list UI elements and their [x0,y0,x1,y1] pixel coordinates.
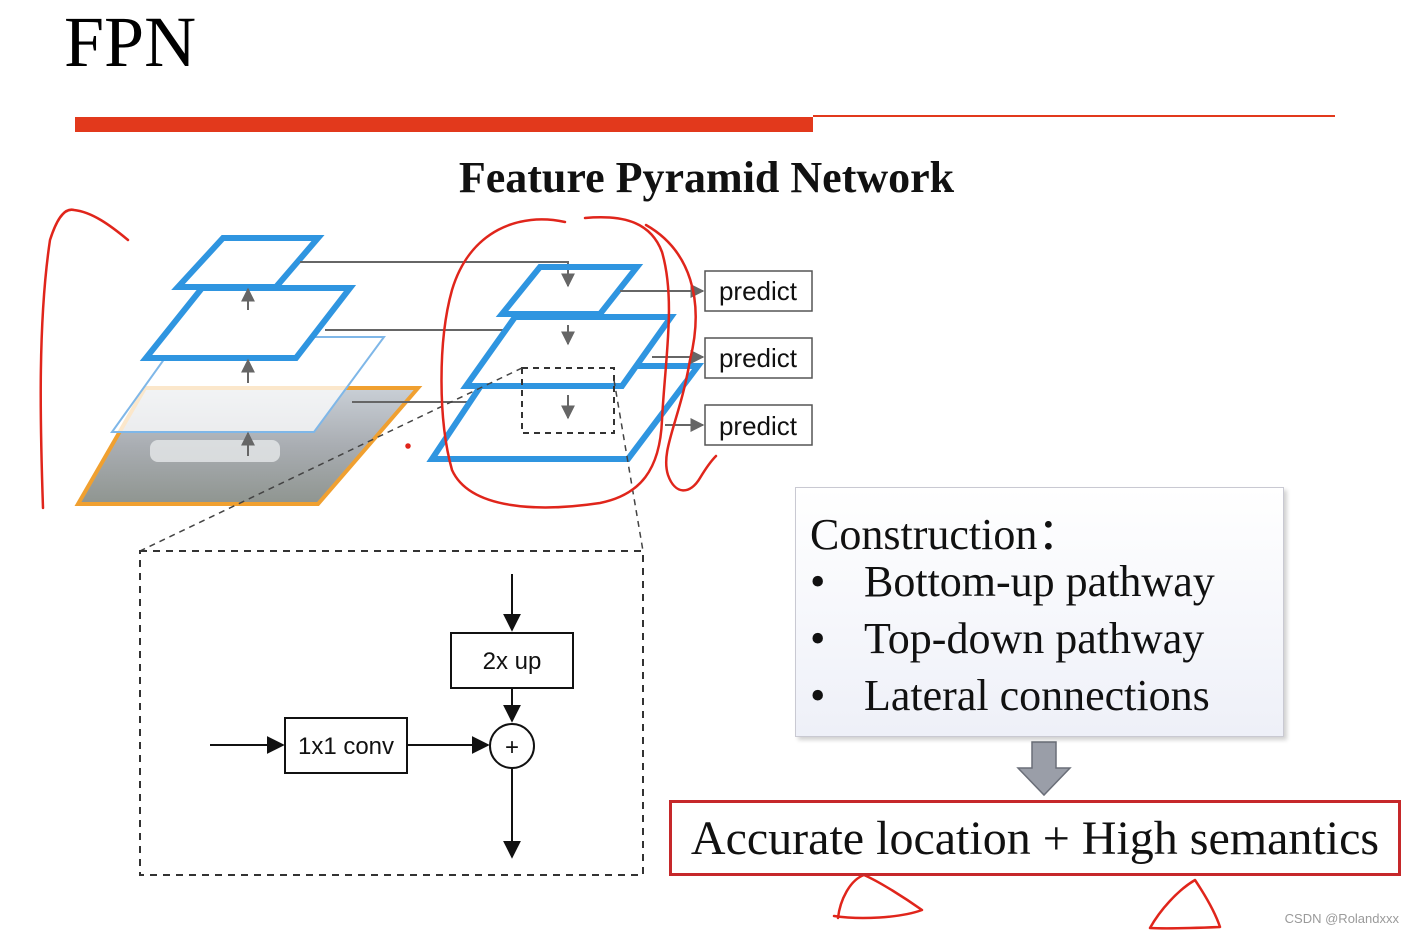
upsample-box [450,632,574,689]
construction-box: Construction： • Bottom-up pathway • Top-do… [795,487,1284,737]
image-boat-shape [150,440,280,462]
predict-label-2: predict [719,343,798,373]
construction-heading: Construction： [810,510,1082,559]
predict-box-3 [704,404,813,446]
title-underline-thick [75,117,813,132]
title-underline-thin [813,115,1335,117]
pyramid-level-top [495,264,644,317]
pyramid-level-middle [460,314,677,389]
bullet-item-lateral: • Lateral connections [810,670,1210,721]
detail-region-marker [521,367,615,434]
annotation-tail-stroke [644,223,718,492]
conv-box [284,717,408,774]
annotation-triangle-2 [1148,878,1222,930]
annotation-circle-pyramid [440,216,671,509]
bullet-dot: • [810,671,826,720]
predict-box-2 [704,337,813,379]
bullet-label: Bottom-up pathway [864,557,1215,606]
feature-map-level-2 [139,285,357,361]
bullet-dot: • [810,557,826,606]
predict-box-1 [704,270,813,312]
bullet-item-bottom-up: • Bottom-up pathway [810,556,1215,607]
sum-symbol: + [505,734,519,761]
result-text: Accurate location + High semantics [690,812,1380,865]
detail-block: 2x up + 1x1 conv [210,574,574,859]
detail-block-frame [139,550,644,876]
predict-label-1: predict [719,276,798,306]
detail-zoom-lines [139,367,644,552]
annotation-triangle-1 [832,873,924,920]
predict-arrows [620,284,705,432]
bullet-label: Lateral connections [864,671,1210,720]
down-arrow-icon [1016,741,1072,797]
result-box: Accurate location + High semantics [669,800,1401,876]
slide-title: FPN [64,2,197,82]
bullet-item-top-down: • Top-down pathway [810,613,1204,664]
bottom-up-pyramid [74,235,423,506]
watermark: CSDN @Rolandxxx [1284,911,1399,926]
predict-boxes: predict predict predict [704,270,813,446]
feature-map-level-3 [171,235,325,290]
annotation-upward-arrow [39,208,130,510]
top-down-pyramid [426,264,705,462]
subtitle: Feature Pyramid Network [458,153,955,202]
annotation-dot [405,443,411,449]
upsample-label: 2x up [483,648,542,675]
bullet-label: Top-down pathway [864,614,1205,663]
bullet-dot: • [810,614,826,663]
conv-label: 1x1 conv [298,733,394,760]
predict-label-3: predict [719,411,798,441]
